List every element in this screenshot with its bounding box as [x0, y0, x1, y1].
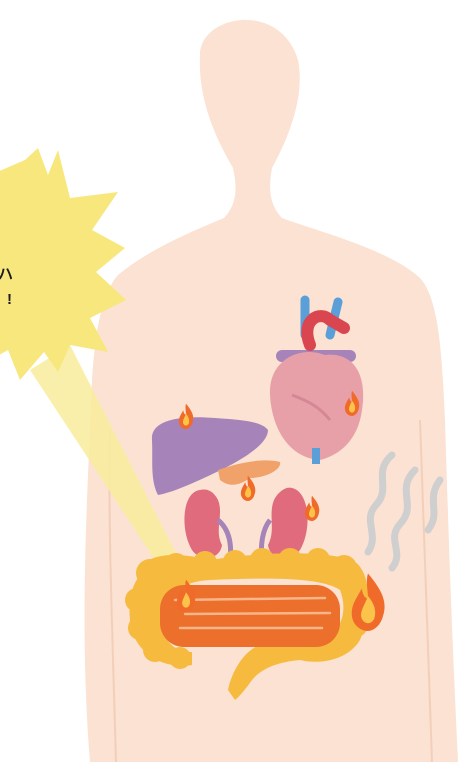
speech-bubble-text: ハ !: [0, 262, 12, 312]
speech-line-2: !: [0, 287, 12, 312]
speech-line-1: ハ: [0, 262, 12, 287]
